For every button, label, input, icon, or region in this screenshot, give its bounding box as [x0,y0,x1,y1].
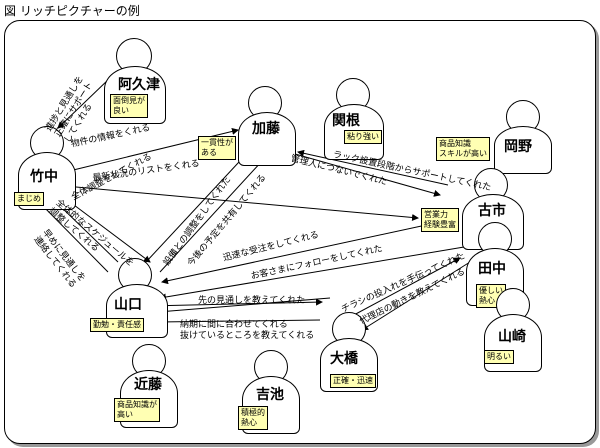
person-kondou: 近藤 商品知識が 高い [114,344,178,430]
furuichi-name: 古市 [478,203,506,219]
sekine-name: 関根 [332,113,360,129]
katou-body [238,112,296,166]
yoshiike-body [242,376,300,434]
arrow-tanaka-oohashi [361,261,471,331]
yoshiike-trait: 積極的 熱心 [238,406,268,430]
arrow-furuichi-yamaguchi [161,221,441,285]
tanaka-name: 田中 [478,261,506,277]
person-oohashi: 大橋 正確・迅速 [320,312,378,392]
oohashi-name: 大橋 [330,351,358,367]
akutsu-trait: 面倒見が 良い [110,94,148,118]
person-yamazaki: 山崎 明るい [484,288,542,372]
arrow-oohashi-yamaguchi-b [157,318,321,326]
yamazaki-name: 山崎 [498,329,526,345]
katou-name: 加藤 [252,121,280,137]
person-akutsu: 阿久津 面倒見が 良い [104,38,166,128]
arrow-akutsu-takenaka [57,77,111,129]
arrow-oohashi-yamaguchi [157,297,331,316]
okano-name: 岡野 [504,139,532,155]
takenaka-name: 竹中 [30,169,58,185]
yoshiike-name: 吉池 [256,387,284,403]
kondou-name: 近藤 [134,377,162,393]
person-sekine: 関根 粘り強い [324,78,384,164]
okano-body [494,126,552,174]
arrow-yamaguchi-takenaka-a [39,202,109,273]
person-okano: 岡野 [494,100,552,174]
oohashi-trait: 正確・迅速 [330,374,376,388]
person-katou: 加藤 一貫性が ある [198,86,296,166]
katou-trait: 一貫性が ある [198,136,236,160]
label-deadline-gaps: 納期に間に合わせてくれる 抜けているところを教えてくれる [180,320,315,341]
arrow-sekine-furuichi [297,149,449,186]
person-yamaguchi: 山口 勤勉・責任感 [90,258,168,338]
arrow-tanaka-yamaguchi [159,245,471,301]
person-takenaka: 竹中 まじめ [14,126,76,212]
arrow-katou-furuichi [287,151,441,197]
person-yoshiike: 吉池 積極的 熱心 [238,350,300,434]
arrow-yamaguchi-katou-b [159,147,275,273]
takenaka-trait: まじめ [14,192,44,206]
arrow-takenaka-yamaguchi-a [61,195,151,263]
arrow-takenaka-furuichi [64,185,419,221]
yamaguchi-trait: 勤勉・責任感 [90,318,144,332]
arrow-yamaguchi-takenaka-b [57,203,119,263]
sekine-trait: 粘り強い [344,130,382,144]
kondou-trait: 商品知識が 高い [114,398,160,422]
yamaguchi-name: 山口 [114,297,142,313]
page-title: 図 リッチピクチャーの例 [4,4,140,18]
yamazaki-trait: 明るい [484,350,514,364]
label-future-outlook: 先の見通しを教えてくれた [198,296,306,306]
person-tanaka: 田中 優しい 熱心 [466,222,524,308]
furuichi-trait: 営業力 経験豊富 [421,208,459,232]
akutsu-name: 阿久津 [118,77,160,93]
arrow-oohashi-tanaka [351,257,461,317]
takenaka-body [18,152,76,210]
arrow-yamaguchi-oohashi [147,298,323,307]
okano-trait: 商品知識 スキルが高い [436,137,490,161]
arrow-yamaguchi-katou-a [145,147,253,263]
